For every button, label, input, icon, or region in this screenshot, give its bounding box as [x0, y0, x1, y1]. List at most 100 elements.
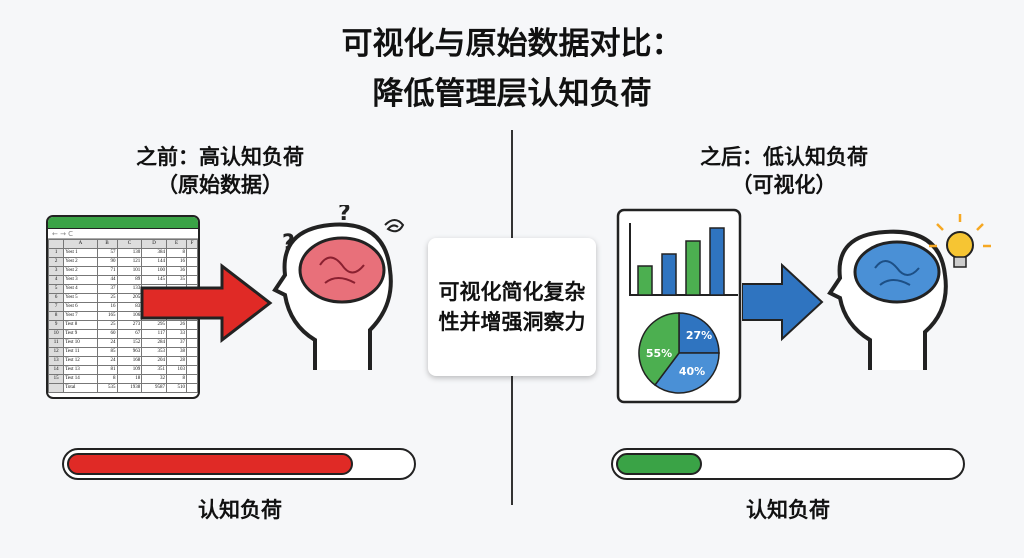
cell: 8 — [96, 374, 118, 384]
cell: 11 — [48, 338, 65, 348]
bar-1 — [637, 265, 653, 296]
cell: 12 — [48, 347, 65, 357]
cell: D — [141, 239, 167, 249]
left-subheading: （原始数据） — [157, 173, 283, 197]
cell: 89 — [116, 275, 143, 285]
pie-slice-27 — [678, 312, 720, 354]
bar-4 — [709, 227, 725, 296]
cell: 32 — [141, 374, 167, 384]
cell: 81 — [96, 365, 118, 375]
cell: 8 — [165, 248, 187, 258]
cell: 2 — [48, 257, 65, 267]
cell: 25 — [96, 320, 118, 330]
pie-slice-55 — [638, 312, 680, 387]
cell: A — [63, 239, 98, 249]
cell: 16 — [96, 302, 118, 312]
cell: 9587 — [141, 383, 167, 393]
cell — [185, 248, 198, 258]
cell: Test 11 — [63, 347, 98, 357]
cell: 963 — [116, 347, 143, 357]
pie-label: 40% — [679, 365, 705, 378]
cell: 85 — [96, 347, 118, 357]
cell: 510 — [165, 383, 187, 393]
lightbulb-icon — [929, 214, 991, 268]
cell: Yest 4 — [63, 284, 98, 294]
cell: 25 — [96, 293, 118, 303]
cell: B — [96, 239, 118, 249]
cell: 205 — [116, 293, 143, 303]
cell: 10 — [48, 329, 65, 339]
title-line-2: 降低管理层认知负荷 — [372, 76, 652, 112]
cell: C — [116, 239, 143, 249]
cell: 351 — [141, 365, 167, 375]
cell: E — [165, 239, 187, 249]
cell: Yest 7 — [63, 311, 98, 321]
cell: Yest 2 — [63, 257, 98, 267]
cell: Test 10 — [63, 338, 98, 348]
red-arrow-icon — [140, 262, 273, 344]
cell — [185, 356, 198, 366]
cell: 24 — [96, 338, 118, 348]
visualization-card: 27% 40% 55% — [616, 208, 742, 404]
cell: 384 — [141, 248, 167, 258]
cell: 8 — [48, 311, 65, 321]
nav-arrows-icon: ← → C — [48, 229, 198, 239]
cell — [48, 383, 65, 393]
cell: 8 — [165, 374, 187, 384]
cell: Test 8 — [63, 320, 98, 330]
cell: 9 — [48, 320, 65, 330]
cell: 130 — [116, 248, 143, 258]
cell: 7 — [48, 302, 65, 312]
cell: 1938 — [116, 383, 143, 393]
pie-slice-40 — [653, 352, 720, 394]
title-line-1: 可视化与原始数据对比： — [341, 26, 683, 62]
cell: 106 — [116, 311, 143, 321]
question-mark-icon: ? — [282, 231, 295, 256]
cell: 57 — [96, 248, 118, 258]
cell: 273 — [116, 320, 143, 330]
confused-head-icon: ? ? — [272, 205, 405, 370]
cell: 101 — [116, 266, 143, 276]
cell: Yest 3 — [63, 275, 98, 285]
cell: F — [185, 239, 198, 249]
cell: 28 — [165, 356, 187, 366]
bar-2 — [661, 253, 677, 296]
cell: 44 — [96, 275, 118, 285]
cell: 4 — [48, 275, 65, 285]
cell — [185, 347, 198, 357]
brain-icon — [298, 236, 386, 304]
window-titlebar — [48, 217, 198, 229]
left-heading: 之前：高认知负荷 — [136, 145, 304, 169]
right-heading: 之后：低认知负荷 — [700, 145, 868, 169]
cell: 109 — [116, 365, 143, 375]
cell: Test 9 — [63, 329, 98, 339]
left-load-fill — [67, 453, 353, 475]
cell: Test 13 — [63, 365, 98, 375]
cell: 133 — [116, 284, 143, 294]
cell: 353 — [141, 347, 167, 357]
cell — [185, 374, 198, 384]
cell: 168 — [116, 356, 143, 366]
cell: 165 — [96, 311, 118, 321]
center-message-box: 可视化简化复杂性并增强洞察力 — [428, 238, 596, 376]
blue-arrow-icon — [742, 262, 824, 342]
cell: 83 — [116, 302, 143, 312]
cell — [185, 383, 198, 393]
cell: 60 — [96, 329, 118, 339]
pie-label: 27% — [686, 329, 712, 342]
cell: 15 — [48, 374, 65, 384]
cell: Total — [63, 383, 98, 393]
cell: 24 — [96, 356, 118, 366]
cell: 103 — [165, 365, 187, 375]
left-cognitive-load-bar — [62, 448, 416, 480]
cell: 152 — [116, 338, 143, 348]
